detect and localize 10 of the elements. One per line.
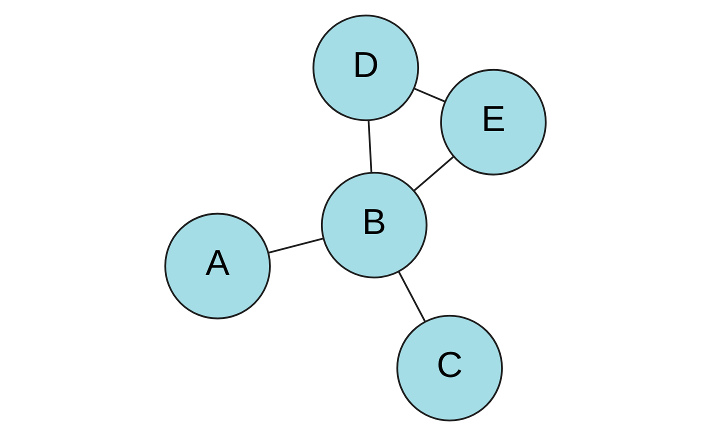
node-circle: B bbox=[320, 172, 427, 278]
node-circle: E bbox=[440, 68, 546, 176]
node-circle: A bbox=[164, 212, 270, 320]
connector bbox=[367, 120, 372, 173]
connector bbox=[398, 272, 426, 322]
connector bbox=[268, 238, 324, 254]
connector bbox=[413, 88, 445, 102]
connector bbox=[412, 156, 454, 192]
node-circle: C bbox=[396, 314, 502, 422]
node-circle: D bbox=[312, 14, 419, 122]
